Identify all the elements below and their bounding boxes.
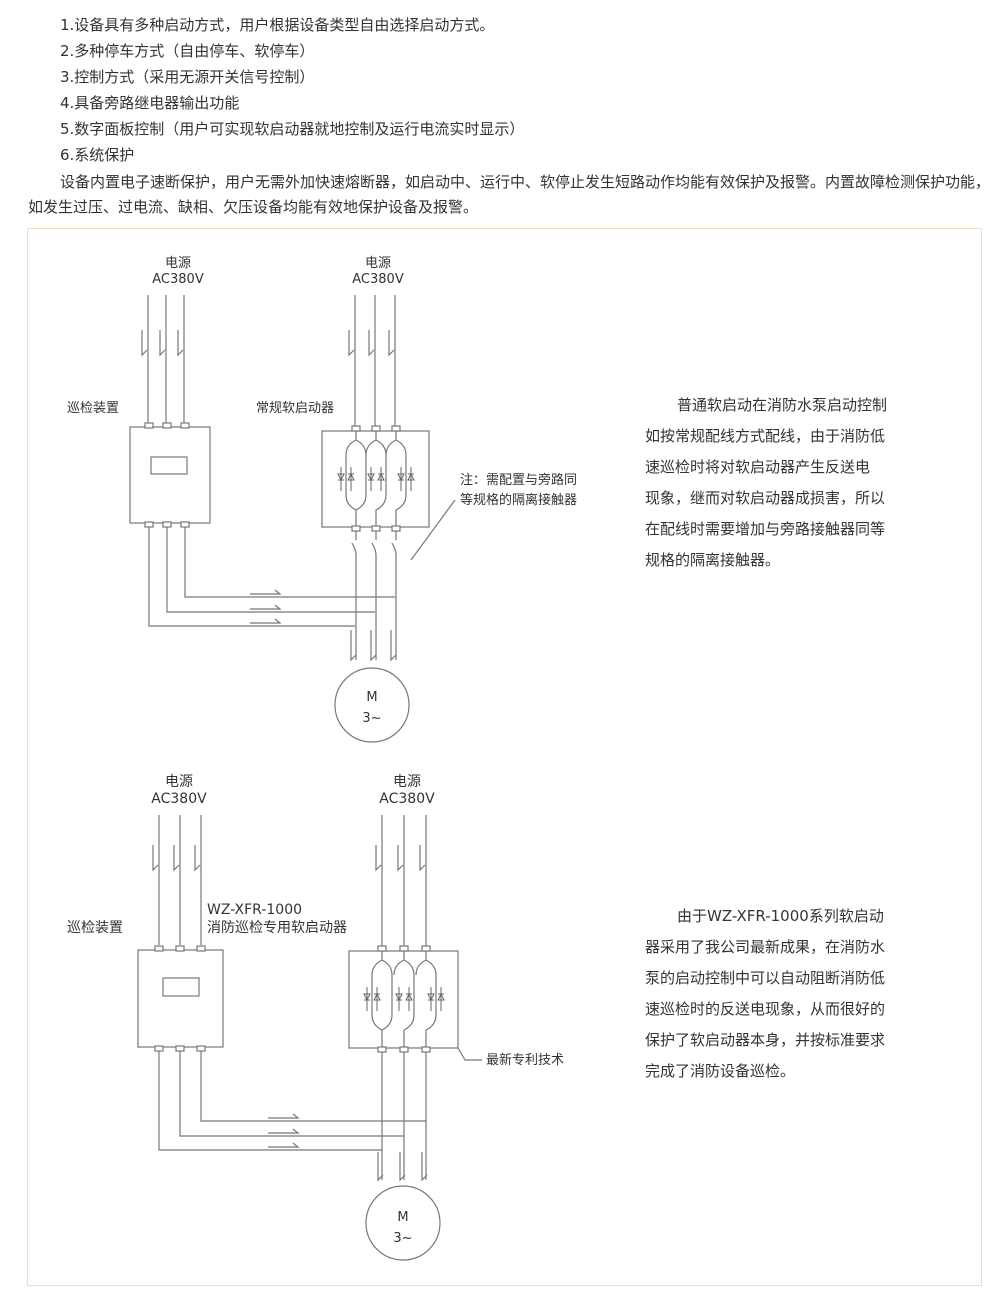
feature-3: 3.控制方式（采用无源开关信号控制） [60,68,315,86]
d2-motor-m: M [397,1210,408,1225]
d1-desc-line: 如按常规配线方式配线，由于消防低 [645,427,886,445]
feature-1: 1.设备具有多种启动方式，用户根据设备类型自由选择启动方式。 [60,16,495,34]
d2-power-left-1: 电源 [165,774,193,790]
d2-model-desc: 消防巡检专用软启动器 [207,920,347,936]
d1-power-left-2: AC380V [152,272,204,287]
d1-desc-line: 现象，继而对软启动器成损害，所以 [645,489,886,507]
d2-desc-line: 由于WZ-XFR-1000系列软启动 [677,907,884,925]
d2-desc-line: 保护了软启动器本身，并按标准要求 [645,1031,886,1049]
d1-motor-phase: 3~ [362,711,381,726]
d1-desc-line: 速巡检时将对软启动器产生反送电 [645,458,871,476]
d2-patent: 最新专利技术 [486,1052,564,1068]
d2-motor-phase: 3~ [393,1231,412,1246]
d2-desc-line: 器采用了我公司最新成果，在消防水 [645,938,886,956]
diagram-2 [137,815,482,1261]
d2-model: WZ-XFR-1000 [207,902,302,918]
d1-description: 普通软启动在消防水泵启动控制 如按常规配线方式配线，由于消防低 速巡检时将对软启… [645,390,945,576]
d1-desc-line: 规格的隔离接触器。 [645,551,781,569]
d2-inspection-device: 巡检装置 [67,920,123,936]
feature-4: 4.具备旁路继电器输出功能 [60,94,240,112]
d2-desc-line: 完成了消防设备巡检。 [645,1062,796,1080]
diagram-1 [129,295,456,743]
protection-paragraph: 设备内置电子速断保护，用户无需外加快速熔断器，如启动中、运行中、软停止发生短路动… [28,173,991,216]
diagram-panel [27,228,982,1286]
d1-desc-line: 普通软启动在消防水泵启动控制 [677,396,888,414]
d1-conventional-starter: 常规软启动器 [256,401,334,416]
d1-motor-m: M [366,690,377,705]
d1-power-right-1: 电源 [365,256,391,271]
d1-note-line2: 等规格的隔离接触器 [460,492,577,508]
d2-desc-line: 泵的启动控制中可以自动阻断消防低 [645,969,886,987]
feature-5: 5.数字面板控制（用户可实现软启动器就地控制及运行电流实时显示） [60,120,525,138]
feature-2: 2.多种停车方式（自由停车、软停车） [60,42,315,60]
d1-inspection-device: 巡检装置 [67,401,119,416]
d1-power-right-2: AC380V [352,272,404,287]
d2-desc-line: 速巡检时的反送电现象，从而很好的 [645,1000,886,1018]
d2-power-right-2: AC380V [379,791,435,807]
d2-power-right-1: 电源 [393,774,421,790]
d2-description: 由于WZ-XFR-1000系列软启动 器采用了我公司最新成果，在消防水 泵的启动… [645,901,945,1087]
d1-power-left-1: 电源 [165,256,191,271]
d2-power-left-2: AC380V [151,791,207,807]
feature-6: 6.系统保护 [60,146,135,164]
d1-desc-line: 在配线时需要增加与旁路接触器同等 [645,520,886,538]
d1-note-line1: 注：需配置与旁路同 [460,472,577,488]
